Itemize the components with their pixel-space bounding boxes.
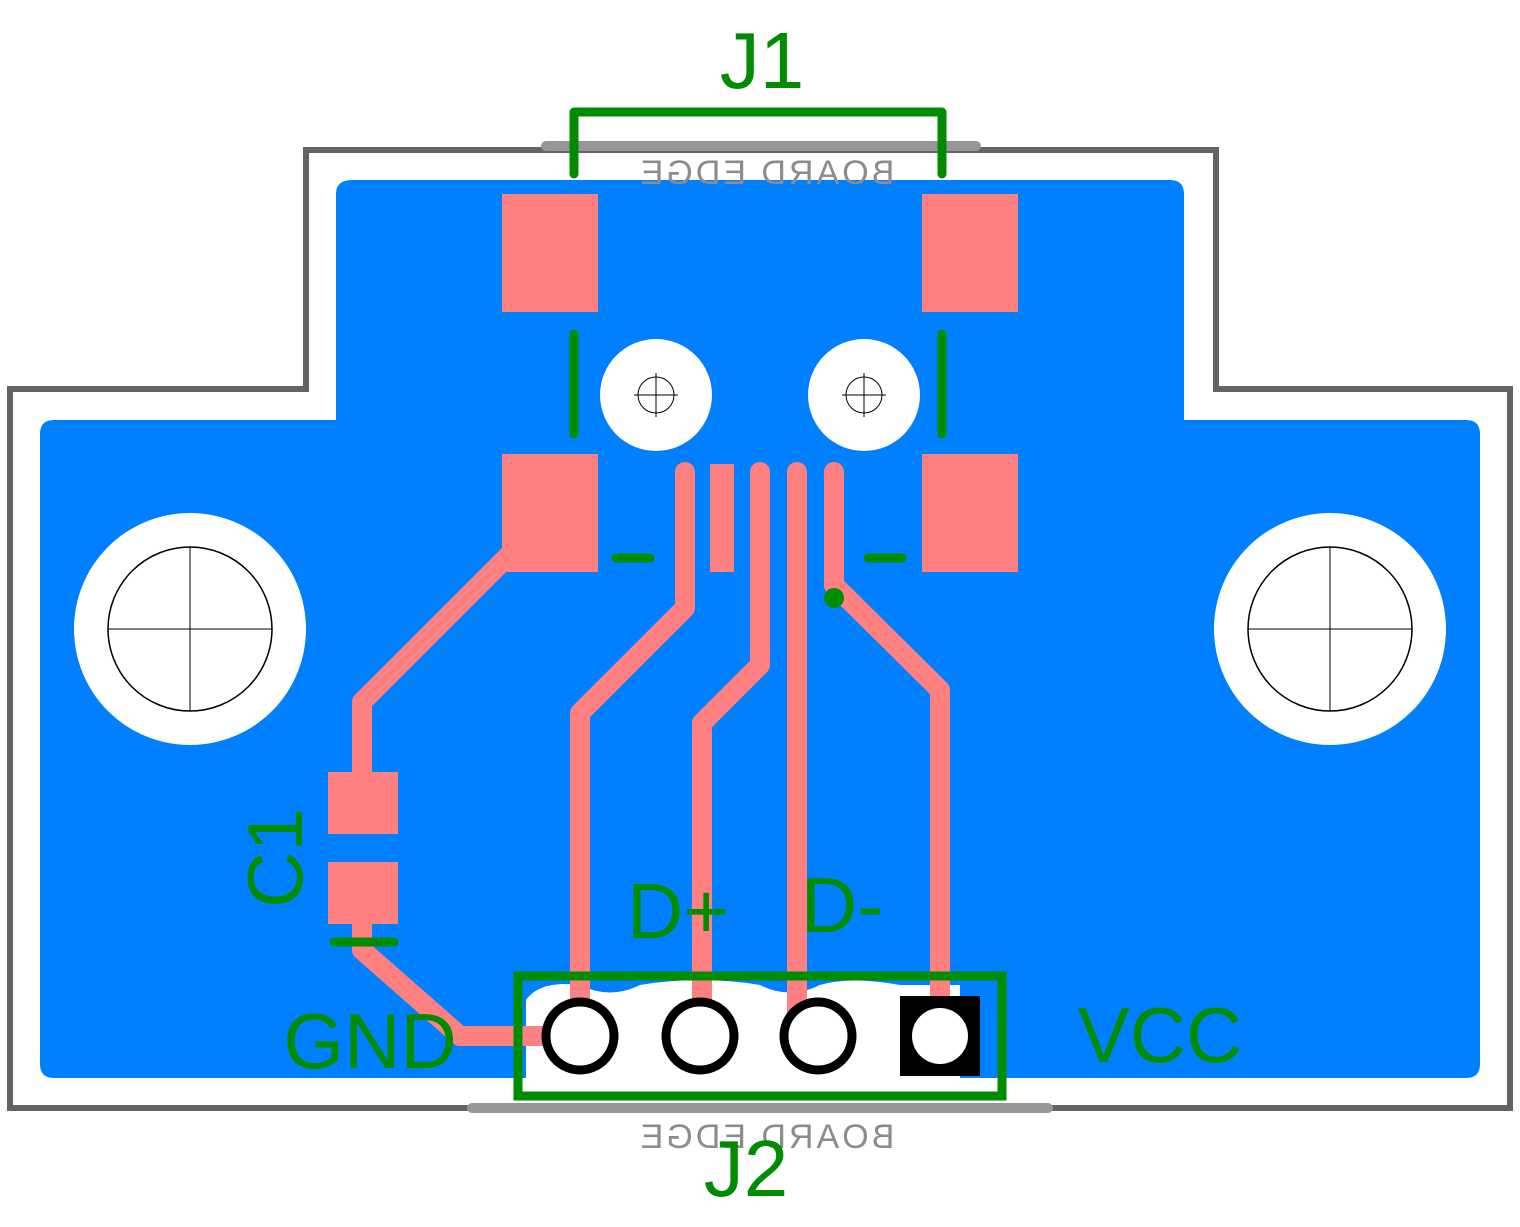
c1-pad-top	[328, 772, 398, 834]
label-dminus: D-	[801, 861, 883, 949]
j1-silkscreen	[569, 107, 947, 563]
trace-vbus	[570, 462, 695, 1046]
label-gnd: GND	[283, 997, 456, 1085]
copper-traces	[352, 462, 950, 1046]
trace-shield-gnd	[352, 502, 562, 800]
j2-pin-dplus	[661, 997, 739, 1075]
j2-pin-vcc-hole	[912, 1008, 968, 1064]
usb-shield-pad-top-left	[502, 194, 598, 312]
usb-locating-hole-right	[808, 339, 920, 451]
label-vcc: VCC	[1078, 991, 1243, 1079]
usb-shield-pad-bottom-left	[502, 454, 598, 572]
c1-pad-bottom	[328, 862, 398, 924]
board-edge-text-bottom: BOARD EDGE	[638, 1118, 895, 1156]
j2-pin-dminus	[779, 997, 857, 1075]
board-edge-text-top: BOARD EDGE	[638, 154, 895, 192]
j2-silkscreen	[513, 971, 1007, 1101]
usb-pad-id	[710, 464, 734, 572]
j2-pins	[541, 996, 980, 1076]
trace-gnd-usb	[824, 462, 950, 1046]
pin1-marker-dot	[824, 588, 844, 608]
label-dplus: D+	[627, 867, 729, 955]
usb-shield-pad-bottom-right	[922, 454, 1018, 572]
label-j1: J1	[720, 16, 805, 105]
label-j2: J2	[704, 1124, 789, 1213]
j2-pin-gnd	[541, 997, 619, 1075]
label-c1: C1	[231, 808, 319, 908]
usb-locating-hole-left	[600, 339, 712, 451]
trace-dminus	[692, 462, 770, 1046]
mounting-hole-left	[74, 513, 306, 745]
mounting-hole-right	[1214, 513, 1446, 745]
usb-shield-pad-top-right	[922, 194, 1018, 312]
